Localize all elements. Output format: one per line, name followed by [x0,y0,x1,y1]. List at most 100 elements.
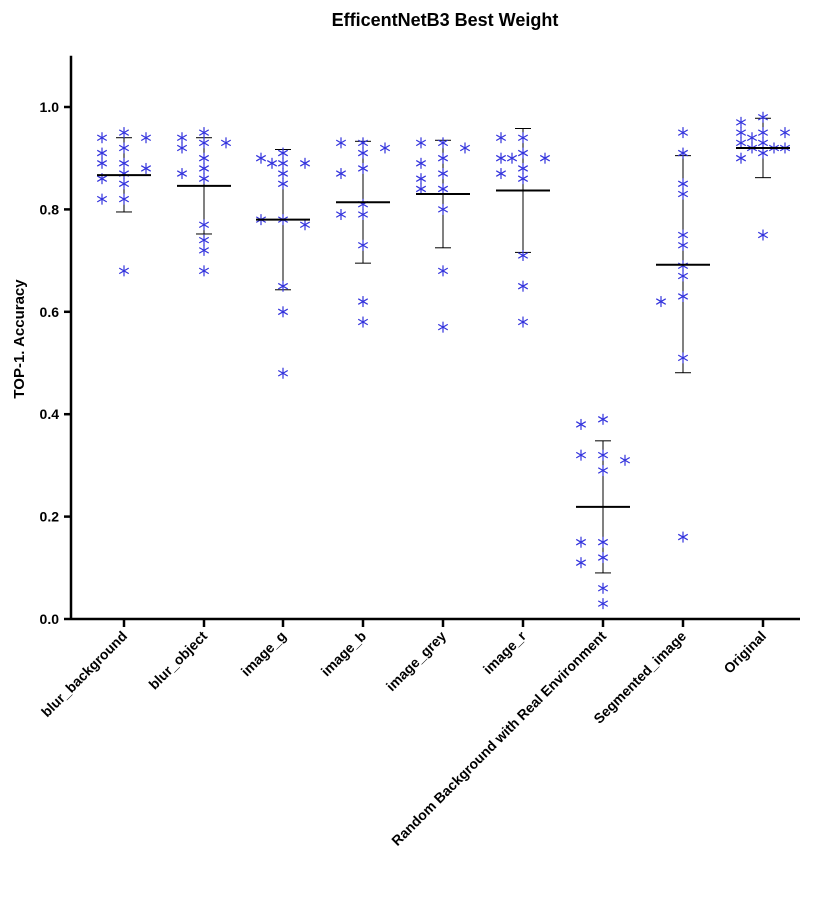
data-point [677,188,689,200]
data-point [118,127,130,139]
data-point [597,598,609,610]
data-point [118,142,130,154]
data-point [677,178,689,190]
data-point [437,137,449,149]
data-point [597,413,609,425]
data-point [266,157,278,169]
data-point [198,162,210,174]
data-point [357,162,369,174]
data-point [176,168,188,180]
data-point [357,296,369,308]
data-point [335,168,347,180]
data-point [198,152,210,164]
data-point [575,557,587,569]
data-point [118,178,130,190]
data-point [735,152,747,164]
x-tick-label: image_b [318,628,369,679]
data-point [379,142,391,154]
data-point [415,173,427,185]
data-point [517,173,529,185]
data-point [495,132,507,144]
data-point [575,536,587,548]
x-tick-label: Original [720,628,769,677]
data-point [176,142,188,154]
data-point [277,178,289,190]
data-point [357,198,369,210]
data-point [299,219,311,231]
data-point [495,168,507,180]
data-point [597,465,609,477]
x-tick-label: image_g [238,628,289,679]
data-point [255,152,267,164]
data-point [277,306,289,318]
y-tick-label: 0.6 [40,304,60,320]
data-point [176,132,188,144]
data-point [357,316,369,328]
data-point [357,147,369,159]
data-point [597,582,609,594]
data-point [539,152,551,164]
data-point [198,127,210,139]
data-point [437,321,449,333]
data-point [140,162,152,174]
data-point [96,193,108,205]
x-tick-label: image_grey [383,628,449,694]
data-point [746,132,758,144]
data-point [757,229,769,241]
data-point [437,183,449,195]
data-point [757,127,769,139]
data-point [415,157,427,169]
data-point [437,265,449,277]
data-point [118,157,130,169]
data-point [517,162,529,174]
data-point [277,157,289,169]
y-tick-label: 0.2 [40,509,60,525]
data-point [198,234,210,246]
data-point [517,249,529,261]
data-point [459,142,471,154]
y-axis-label: TOP-1. Accuracy [11,279,28,399]
data-point [735,137,747,149]
data-point [96,157,108,169]
data-point [437,203,449,215]
data-point [335,209,347,221]
data-point [357,137,369,149]
data-point [677,290,689,302]
data-point [277,168,289,180]
x-tick-label: blur_background [38,628,130,720]
y-tick-label: 0.0 [40,611,60,627]
data-point [198,265,210,277]
data-point [437,152,449,164]
data-point [677,260,689,272]
data-marks-group [96,111,791,610]
data-point [277,147,289,159]
data-point [735,127,747,139]
data-point [335,137,347,149]
data-point [677,270,689,282]
data-point [677,229,689,241]
data-point [757,137,769,149]
data-point [198,219,210,231]
data-point [597,449,609,461]
data-point [220,137,232,149]
data-point [677,531,689,543]
data-point [779,127,791,139]
data-point [575,418,587,430]
data-point [415,137,427,149]
data-point [517,280,529,292]
data-point [277,280,289,292]
data-point [619,454,631,466]
data-point [198,244,210,256]
data-point [415,183,427,195]
data-point [735,116,747,128]
x-tick-label: blur_object [145,628,210,693]
data-point [597,552,609,564]
data-point [437,168,449,180]
y-tick-label: 0.4 [40,406,60,422]
y-tick-label: 0.8 [40,201,60,217]
data-point [357,239,369,251]
data-point [677,239,689,251]
chart-title: EfficentNetB3 Best Weight [332,10,559,30]
